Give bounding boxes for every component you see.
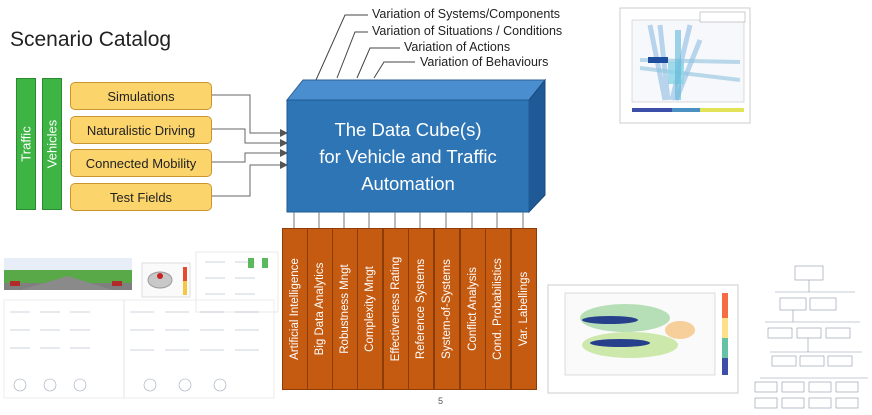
- method-label: Big Data Analytics: [314, 262, 326, 356]
- source-simulations: Simulations: [70, 82, 212, 110]
- source-test-fields: Test Fields: [70, 183, 212, 211]
- page-number: 5: [438, 396, 444, 406]
- method-conflict-analysis: Conflict Analysis: [460, 228, 486, 390]
- cube-line-3: Automation: [361, 173, 455, 194]
- method-artificial-intelligence: Artificial Intelligence: [282, 228, 308, 390]
- method-label: Complexity Mngt: [364, 266, 376, 352]
- variation-situations-conditions: Variation of Situations / Conditions: [372, 24, 563, 38]
- method-label: Conflict Analysis: [467, 267, 479, 351]
- method-effectiveness-rating: Effectiveness Rating: [383, 228, 409, 390]
- source-naturalistic-driving: Naturalistic Driving: [70, 116, 212, 144]
- variation-systems-components: Variation of Systems/Components: [372, 7, 561, 21]
- method-reference-systems: Reference Systems: [408, 228, 434, 390]
- schematic-thumbnails: [3, 251, 279, 399]
- method-label: Cond. Probabilistics: [492, 258, 504, 360]
- cube-top-face: [285, 79, 547, 101]
- variation-leaders: [315, 14, 415, 81]
- scatter-plot-thumbnail: [547, 284, 739, 394]
- method-complexity-mngt: Complexity Mngt: [357, 228, 383, 390]
- method-big-data-analytics: Big Data Analytics: [307, 228, 333, 390]
- method-connectors: [293, 212, 524, 228]
- vehicles-label: Vehicles: [44, 119, 60, 169]
- source-connected-mobility: Connected Mobility: [70, 149, 212, 177]
- simulation-plot-thumbnail: [619, 7, 751, 124]
- method-cond-probabilistics: Cond. Probabilistics: [485, 228, 511, 390]
- cube-line-1: The Data Cube(s): [334, 119, 482, 140]
- method-system-of-systems: System-of-Systems: [434, 228, 460, 390]
- method-label: Artificial Intelligence: [289, 258, 301, 360]
- variation-behaviours: Variation of Behaviours: [420, 55, 549, 69]
- vehicles-bar: Vehicles: [42, 78, 62, 210]
- cube-line-2: for Vehicle and Traffic: [319, 146, 497, 167]
- road-scene-thumbnail: [4, 258, 132, 290]
- page-title: Scenario Catalog: [10, 28, 172, 51]
- cube-side-face: [528, 78, 546, 214]
- method-var-labellings: Var. Labellings: [511, 228, 537, 390]
- cube-front-face: [286, 99, 530, 213]
- method-label: Reference Systems: [415, 258, 427, 360]
- method-label: Robustness Mngt: [339, 264, 351, 354]
- data-cube: [285, 78, 547, 214]
- hierarchy-tree-thumbnail: [754, 265, 868, 409]
- method-label: System-of-Systems: [441, 259, 453, 359]
- variation-actions: Variation of Actions: [404, 40, 511, 54]
- traffic-bar: Traffic: [16, 78, 36, 210]
- method-robustness-mngt: Robustness Mngt: [332, 228, 358, 390]
- method-label: Effectiveness Rating: [390, 256, 402, 362]
- vehicle-model-thumbnail: [141, 262, 191, 298]
- source-connectors: [211, 94, 288, 197]
- traffic-label: Traffic: [18, 126, 34, 162]
- cube-caption: The Data Cube(s) for Vehicle and Traffic…: [296, 116, 520, 197]
- method-label: Var. Labellings: [518, 271, 530, 347]
